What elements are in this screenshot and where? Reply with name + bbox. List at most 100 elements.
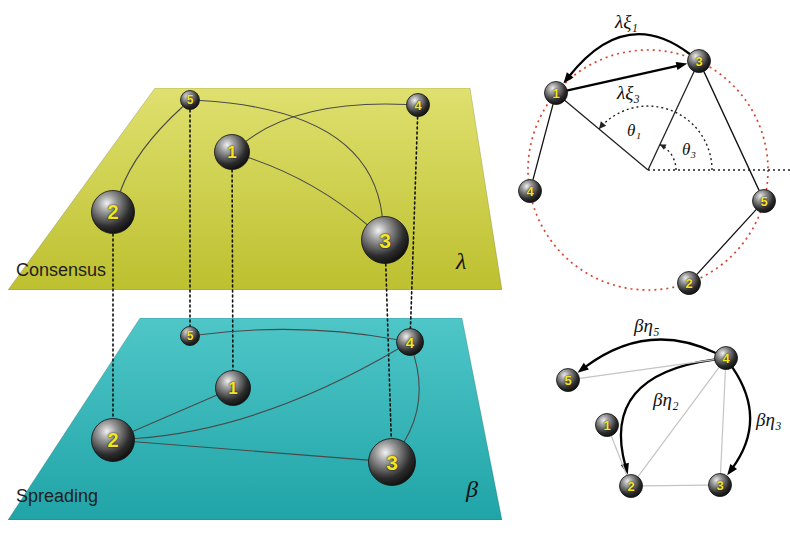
plane-fill (8, 318, 502, 520)
sphere-node: 2 (619, 474, 643, 498)
node-number: 3 (379, 230, 391, 251)
node-number: 5 (187, 330, 194, 342)
sphere-node: 1 (595, 413, 619, 437)
layer-symbol: β (466, 476, 478, 502)
arrowhead (727, 464, 737, 475)
edge-label-holder: λξ₁ (614, 12, 639, 33)
connector-line (568, 34, 689, 77)
network-link (611, 436, 626, 475)
arrowhead (676, 62, 688, 70)
node-number: 5 (760, 195, 767, 208)
sphere-body (753, 190, 776, 213)
plane-fill (8, 88, 502, 290)
sphere-node: 5 (180, 90, 200, 110)
layer-symbol-holder: λ (456, 248, 466, 274)
network-link (697, 210, 756, 274)
sphere-node: 1 (544, 81, 568, 105)
sphere-body (715, 347, 738, 370)
network-link (643, 485, 708, 487)
node-number: 2 (107, 202, 118, 222)
node-number: 4 (722, 352, 729, 365)
connector-line (721, 370, 726, 473)
network-link (638, 368, 719, 477)
connector-line (533, 105, 553, 180)
sphere-body (557, 369, 580, 392)
sphere-node: 1 (215, 370, 251, 406)
sphere-node: 3 (368, 438, 416, 486)
sphere-body (545, 82, 568, 105)
connector-line (704, 72, 759, 190)
sphere-body (407, 94, 430, 117)
sphere-node: 5 (556, 368, 580, 392)
sphere-body (216, 371, 251, 406)
node-number: 4 (406, 335, 414, 350)
connector-line (697, 210, 756, 274)
sphere-node: 1 (214, 134, 250, 170)
sphere-node: 3 (687, 49, 711, 73)
rate-label: βη₃ (755, 409, 783, 430)
sphere-node: 3 (361, 216, 409, 264)
edge-label-holder: λξ₃ (616, 83, 641, 104)
reference-axis (648, 169, 790, 170)
network-link (533, 105, 553, 180)
sphere-body (181, 327, 200, 346)
connector-line (611, 436, 626, 475)
plane-name: Consensus (16, 260, 106, 280)
sphere-node: 5 (180, 326, 200, 346)
radius-line (648, 61, 699, 170)
sphere-body (369, 439, 416, 486)
connector-line (580, 360, 714, 379)
layer-plane: Spreading β 5 4 1 2 3 (8, 318, 502, 520)
sphere-body (596, 414, 619, 437)
node-number: 5 (564, 374, 571, 387)
sphere-node: 3 (708, 473, 732, 497)
node-number: 5 (187, 94, 194, 106)
sphere-body (92, 419, 135, 462)
interlayer-link (113, 234, 114, 418)
sphere-body (620, 475, 643, 498)
network-link (721, 370, 726, 473)
rate-arrow (578, 339, 716, 372)
rate-label: λξ₁ (614, 11, 639, 32)
sphere-body (519, 180, 542, 203)
node-number: 4 (526, 185, 533, 198)
node-number: 4 (414, 99, 421, 112)
angle-arc (599, 106, 712, 170)
sphere-node: 2 (91, 190, 135, 234)
sphere-body (678, 272, 701, 295)
connector-line (732, 368, 750, 469)
sphere-node: 4 (518, 179, 542, 203)
edge-label-holder: βη₅ (633, 316, 661, 337)
sphere-body (181, 91, 200, 110)
plane-name: Spreading (16, 486, 98, 506)
angle-arc (660, 145, 676, 170)
sphere-body (362, 217, 409, 264)
node-number: 3 (695, 55, 702, 68)
sphere-node: 4 (396, 328, 424, 356)
connector-line (621, 360, 714, 467)
sphere-node: 4 (406, 93, 430, 117)
plane-shape (8, 88, 502, 290)
radius-line (556, 93, 648, 170)
sphere-node: 5 (752, 189, 776, 213)
angle-label-holder: θ₁ (626, 122, 642, 141)
node-number: 1 (603, 419, 610, 432)
network-link (704, 72, 759, 190)
rate-arrow (621, 360, 714, 475)
node-number: 2 (685, 277, 692, 290)
connector-line (638, 368, 719, 477)
arrowhead (563, 72, 573, 83)
arc-arrowhead (660, 144, 667, 149)
sphere-body (688, 50, 711, 73)
layer-symbol: λ (456, 248, 466, 274)
angle-label: θ₃ (681, 140, 697, 159)
sphere-body (709, 474, 732, 497)
network-link (580, 360, 714, 379)
layer-plane: Consensus λ 5 4 1 2 3 (8, 88, 502, 290)
sphere-body (397, 329, 424, 356)
sphere-node: 2 (91, 418, 135, 462)
node-number: 1 (228, 380, 237, 397)
node-number: 2 (627, 480, 634, 493)
edge-label-holder: βη₃ (755, 410, 783, 431)
